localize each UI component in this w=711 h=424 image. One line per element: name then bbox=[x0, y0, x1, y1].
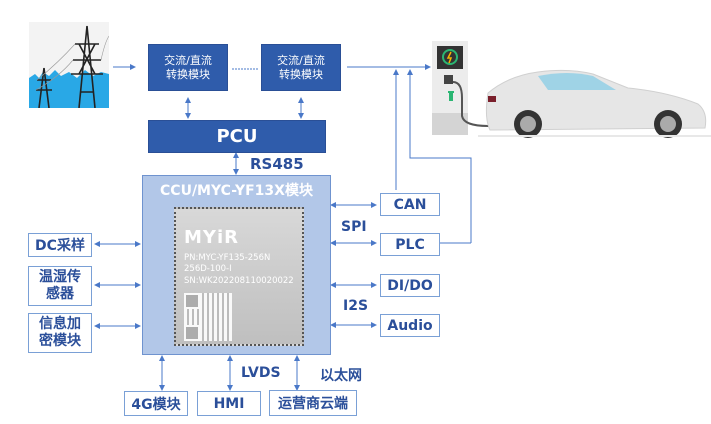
converter-2-line1: 交流/直流 bbox=[277, 53, 325, 67]
acdc-converter-1: 交流/直流 转换模块 bbox=[148, 44, 228, 91]
chip-pn: PN:MYC-YF135-256N bbox=[184, 253, 271, 263]
lvds-label: LVDS bbox=[241, 365, 281, 381]
power-grid-image bbox=[29, 22, 109, 108]
qr-code-icon bbox=[184, 293, 232, 341]
plc-label: PLC bbox=[395, 236, 425, 253]
plc-to-charger-line bbox=[407, 69, 472, 243]
i2s-label: I2S bbox=[343, 298, 369, 314]
rs485-label: RS485 bbox=[250, 155, 304, 173]
can-box: CAN bbox=[380, 193, 440, 216]
spi-label: SPI bbox=[341, 219, 367, 235]
converter-2-line2: 转换模块 bbox=[279, 67, 323, 81]
temp-humidity-sensor-box: 温湿传感器 bbox=[28, 266, 92, 306]
operator-cloud-label: 运营商云端 bbox=[278, 396, 348, 412]
ev-charging-image bbox=[432, 41, 711, 138]
4g-module-label: 4G模块 bbox=[131, 396, 181, 413]
converter-1-line1: 交流/直流 bbox=[164, 53, 212, 67]
encryption-module-box: 信息加密模块 bbox=[28, 313, 92, 353]
myir-chip-image: MYiR PN:MYC-YF135-256N 256D-100-I SN:WK2… bbox=[174, 207, 304, 346]
dc-sampling-box: DC采样 bbox=[28, 233, 92, 257]
ccu-title: CCU/MYC-YF13X模块 bbox=[160, 183, 313, 199]
ccu-module: CCU/MYC-YF13X模块 MYiR PN:MYC-YF135-256N 2… bbox=[142, 175, 331, 355]
dc-sampling-label: DC采样 bbox=[35, 238, 85, 254]
chip-logo: MYiR bbox=[184, 227, 239, 248]
pcu-label: PCU bbox=[216, 126, 258, 147]
hmi-label: HMI bbox=[213, 395, 245, 412]
ethernet-label: 以太网 bbox=[320, 368, 362, 384]
encryption-module-label: 信息加密模块 bbox=[39, 316, 81, 349]
dido-label: DI/DO bbox=[387, 277, 433, 294]
plc-box: PLC bbox=[380, 233, 440, 256]
dido-box: DI/DO bbox=[380, 274, 440, 297]
operator-cloud-box: 运营商云端 bbox=[269, 390, 357, 416]
chip-sn: SN:WK202208110020022 bbox=[184, 276, 294, 286]
hmi-box: HMI bbox=[197, 391, 261, 416]
temp-humidity-sensor-label: 温湿传感器 bbox=[39, 269, 81, 302]
chip-pn2: 256D-100-I bbox=[184, 264, 232, 274]
can-label: CAN bbox=[393, 196, 427, 213]
audio-box: Audio bbox=[380, 314, 440, 337]
converter-1-line2: 转换模块 bbox=[166, 67, 210, 81]
acdc-converter-2: 交流/直流 转换模块 bbox=[261, 44, 341, 91]
pcu-block: PCU bbox=[148, 120, 326, 153]
4g-module-box: 4G模块 bbox=[124, 391, 188, 416]
audio-label: Audio bbox=[387, 317, 433, 334]
